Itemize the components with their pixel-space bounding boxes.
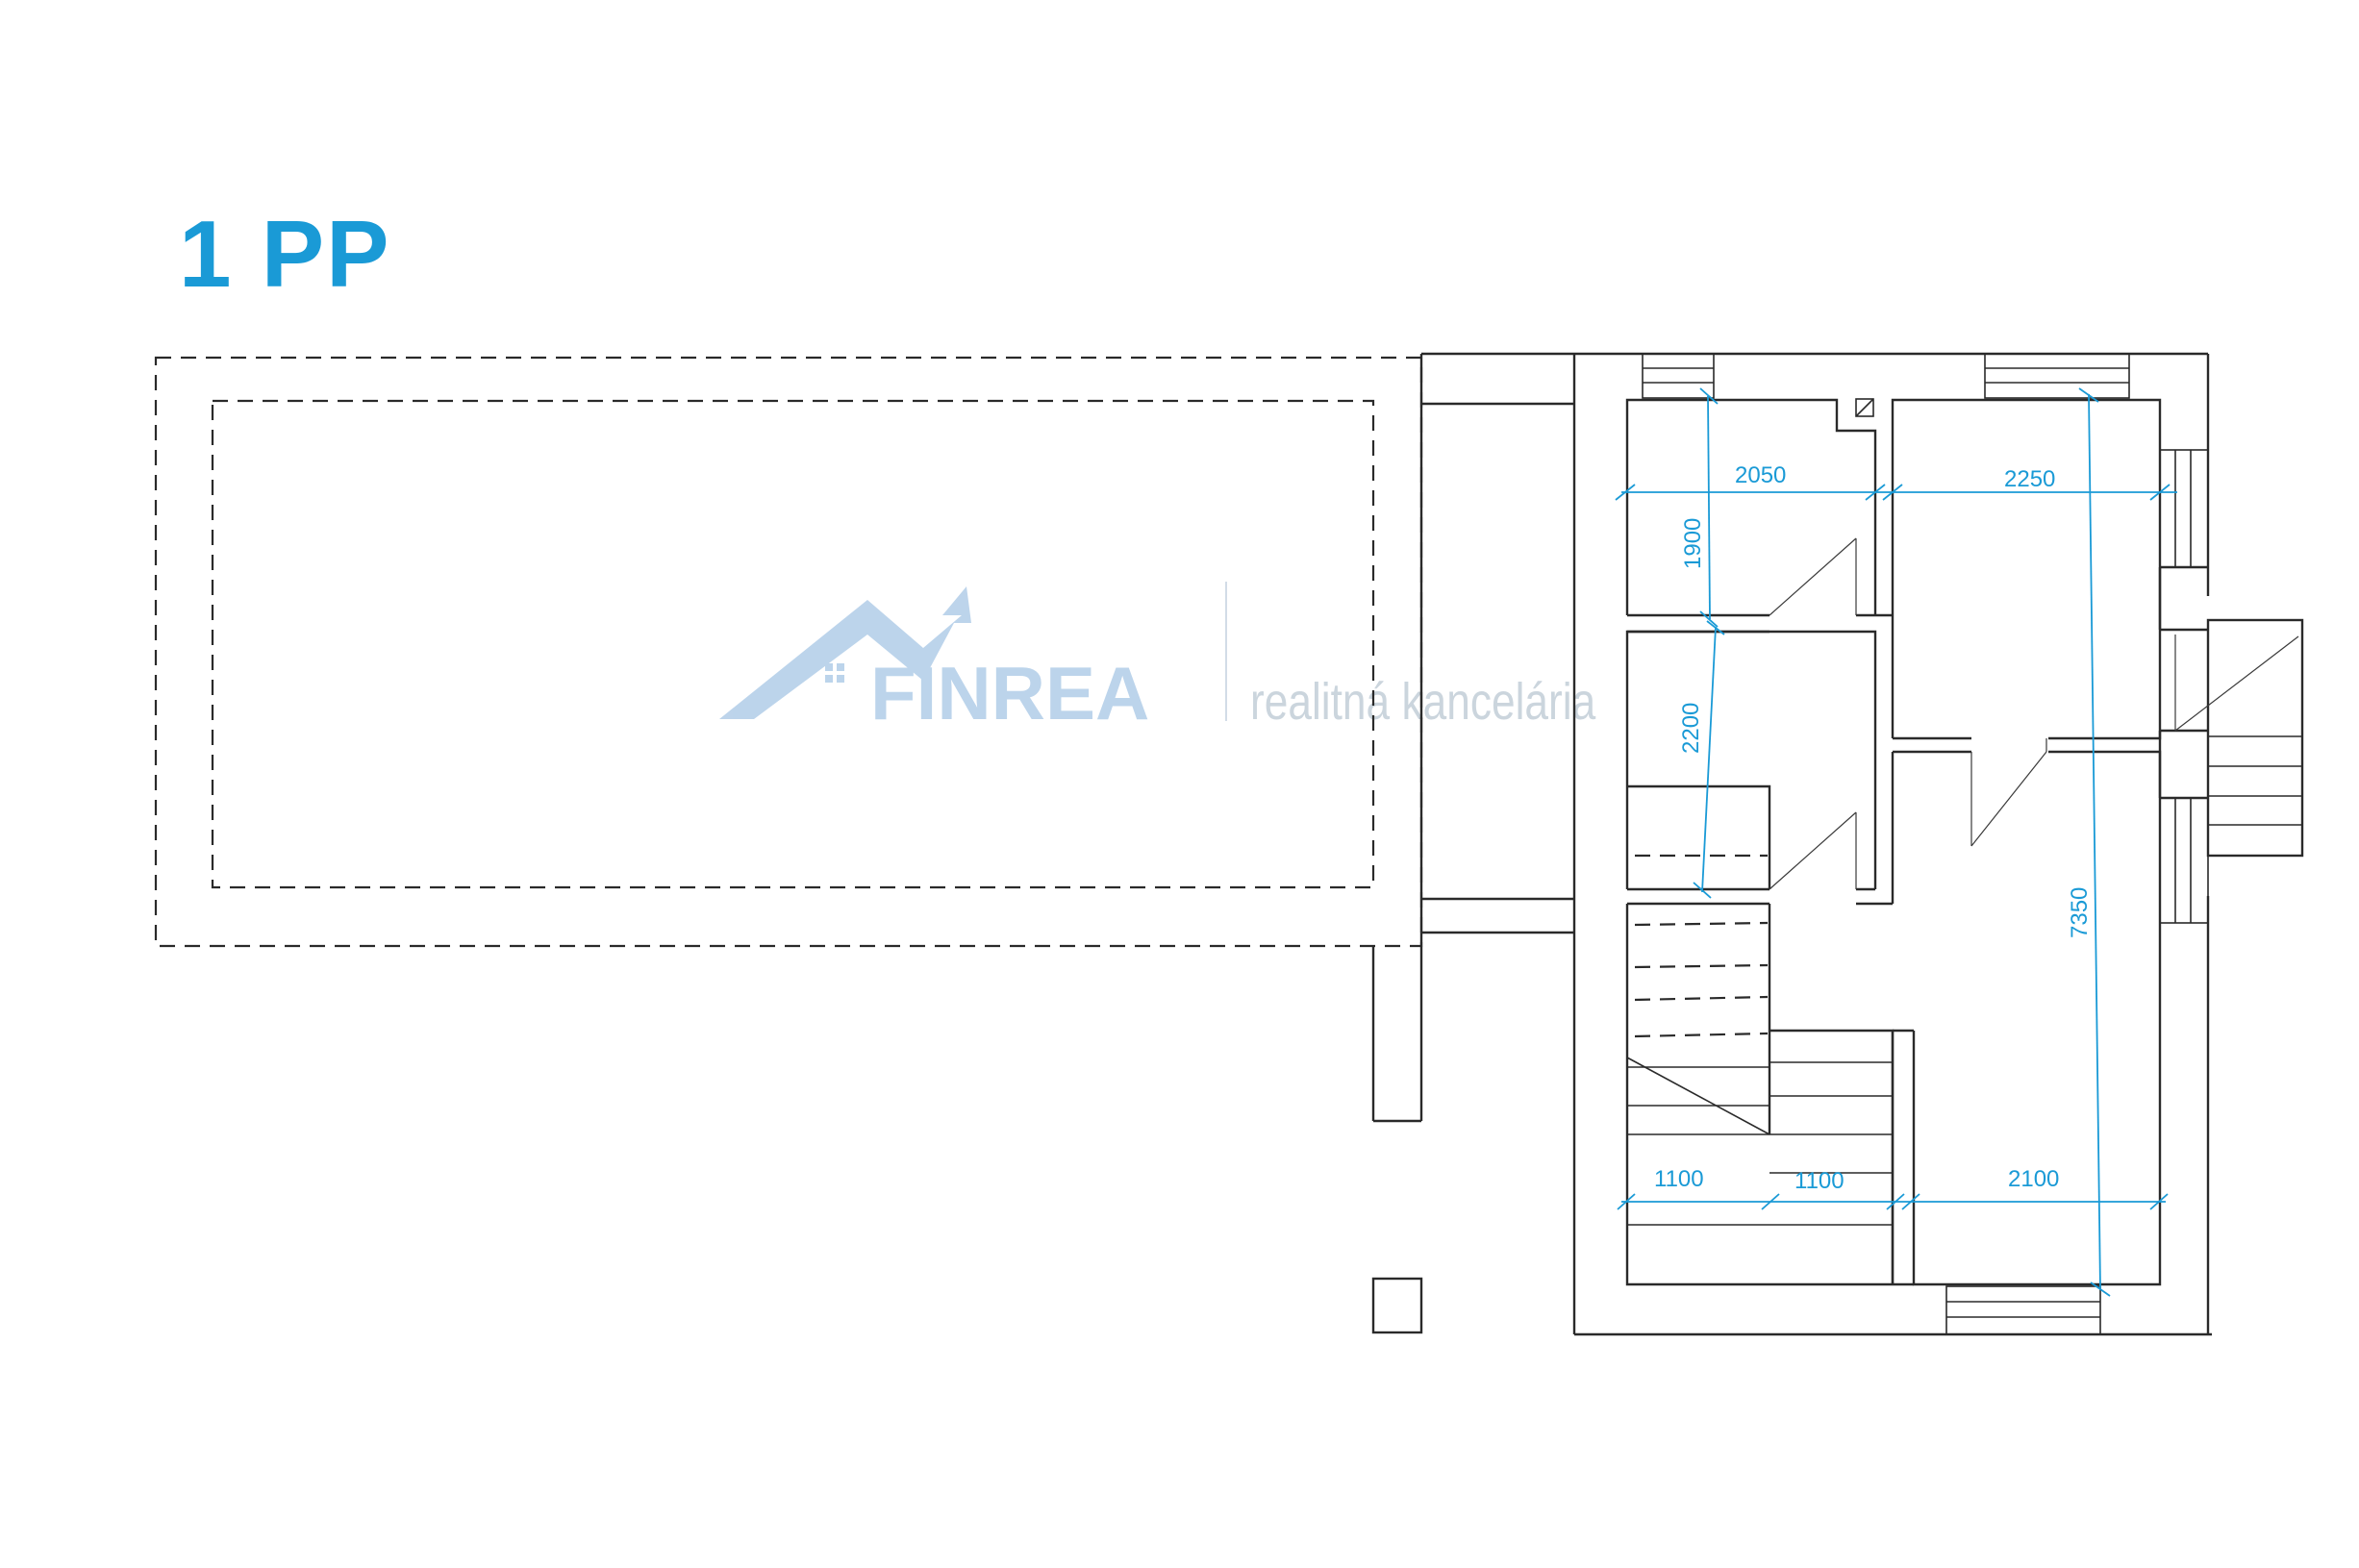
dim-2200: 2200	[1678, 703, 1704, 754]
dim-1900: 1900	[1680, 518, 1706, 569]
watermark-tagline: realitná kancelária	[1250, 673, 1596, 731]
dimension-lines	[1615, 387, 2177, 1297]
finrea-logo-icon	[719, 586, 971, 719]
dimension-labels: 2050 2250 1900 2200 7350 1100 1100 2100	[1654, 462, 2093, 1194]
dim-1100-left: 1100	[1654, 1166, 1704, 1192]
watermark: FINREA realitná kancelária	[719, 582, 1596, 735]
windows	[1642, 353, 2209, 1335]
doors	[1769, 537, 2047, 890]
watermark-brand: FINREA	[870, 651, 1149, 735]
interior-walls	[1625, 398, 2162, 1286]
dim-2250: 2250	[2004, 466, 2055, 492]
dim-2100: 2100	[2008, 1166, 2059, 1192]
floor-title: 1 PP	[179, 201, 391, 307]
stairs	[1626, 921, 1893, 1174]
entrance-steps	[2158, 565, 2304, 858]
dim-1100-right: 1100	[1794, 1168, 1845, 1194]
terrace-walls	[1371, 352, 1574, 1334]
pool-outline	[154, 356, 1423, 948]
dim-2050: 2050	[1735, 462, 1786, 488]
dim-7350: 7350	[2067, 887, 2093, 938]
